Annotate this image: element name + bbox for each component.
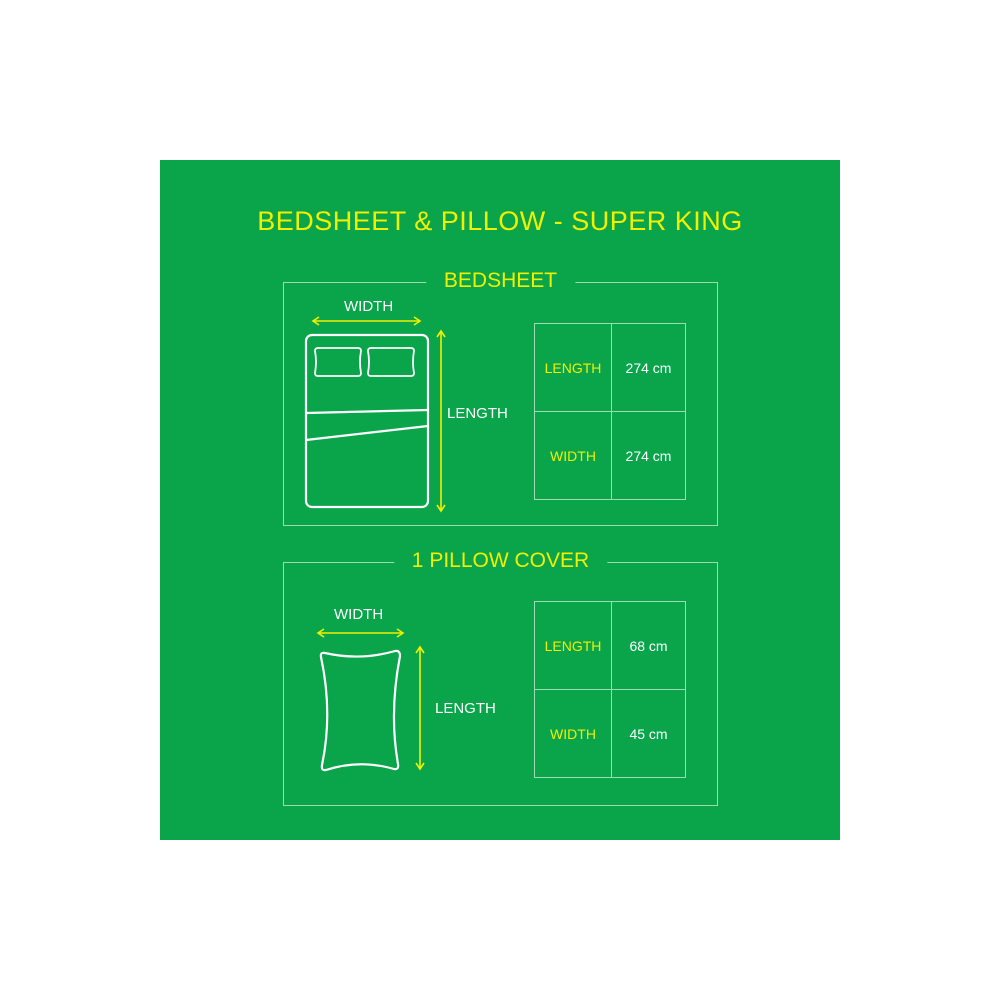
bed-icon <box>304 333 430 509</box>
spec-key: WIDTH <box>535 690 612 777</box>
length-arrow-icon <box>415 645 425 771</box>
bed-length-label: LENGTH <box>447 405 508 422</box>
length-arrow-icon <box>436 329 446 513</box>
pillow-width-label: WIDTH <box>334 606 384 623</box>
width-arrow-icon <box>311 316 422 326</box>
bed-diagram <box>304 316 446 513</box>
bedsheet-heading: BEDSHEET <box>425 269 576 293</box>
pillow-icon <box>319 649 402 772</box>
table-row: WIDTH 274 cm <box>535 412 685 499</box>
bedsheet-section: BEDSHEET WIDTH LENG <box>283 269 718 526</box>
chart-title: BEDSHEET & PILLOW - SUPER KING <box>257 206 743 236</box>
pillow-section: 1 PILLOW COVER WIDTH LENGTH LENGTH 68 cm <box>283 549 718 806</box>
table-row: LENGTH 68 cm <box>535 602 685 690</box>
spec-key: WIDTH <box>535 412 612 499</box>
spec-key: LENGTH <box>535 324 612 411</box>
spec-value: 274 cm <box>625 447 672 464</box>
pillow-length-label: LENGTH <box>435 700 496 717</box>
pillow-heading: 1 PILLOW COVER <box>393 549 608 573</box>
width-arrow-icon <box>316 628 405 638</box>
pillow-diagram <box>316 628 425 772</box>
bed-width-label: WIDTH <box>344 298 394 315</box>
table-row: WIDTH 45 cm <box>535 690 685 777</box>
pillow-spec-table: LENGTH 68 cm WIDTH 45 cm <box>534 601 686 778</box>
size-chart-panel: BEDSHEET & PILLOW - SUPER KING BEDSHEET <box>160 160 840 840</box>
spec-value: 274 cm <box>625 359 672 376</box>
table-row: LENGTH 274 cm <box>535 324 685 412</box>
spec-key: LENGTH <box>535 602 612 689</box>
bedsheet-spec-table: LENGTH 274 cm WIDTH 274 cm <box>534 323 686 500</box>
spec-value: 68 cm <box>629 637 668 654</box>
spec-value: 45 cm <box>629 725 668 742</box>
